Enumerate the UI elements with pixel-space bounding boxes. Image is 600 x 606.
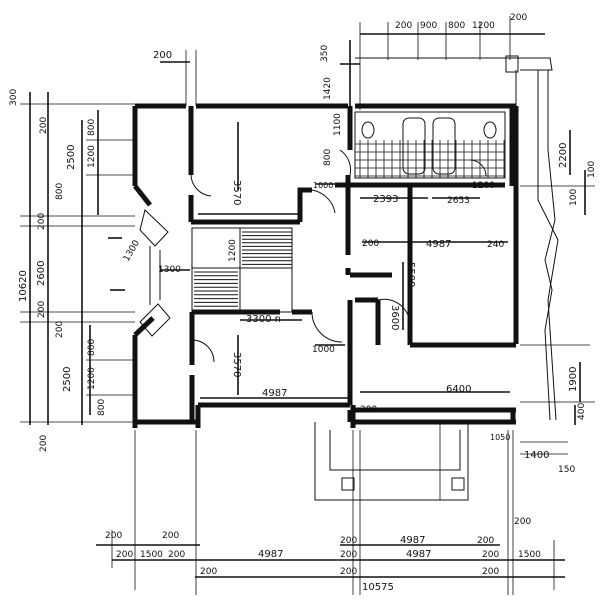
dim-right-1: 2200 [558,143,569,168]
dim-misc-1: 1050 [490,433,510,442]
dim-right-mid-1: 240 [487,240,504,250]
bathroom [354,111,506,179]
dim-stair-5: 1000 [312,345,335,355]
dim-bottom-r2-5: 200 [340,550,357,560]
dim-stair-3: 1200 [228,239,238,262]
dim-stair-6: 1000 [313,181,333,190]
dim-bottom-r1-1: 200 [105,531,122,541]
dim-right-mid-2: 6400 [446,384,471,395]
dim-bottom-r2-6: 4987 [406,549,431,560]
dim-bottom-r2-7: 200 [482,550,499,560]
dim-left-lower-3: 200 [39,435,49,452]
balcony [355,55,559,421]
dim-left-lower-2: 2500 [62,367,73,392]
dim-top-5: 200 [510,13,527,23]
dim-left-lower-inner-3: 800 [97,399,107,416]
dim-top-4: 1200 [472,21,495,31]
dim-bottom-r3-4: 200 [482,567,499,577]
dimension-labels: 200 900 800 1200 200 200 350 1420 10620 … [9,13,597,593]
dim-bottom-r1-4: 4987 [400,535,425,546]
dim-left-lower-inner-2: 1200 [87,367,97,390]
dim-right-4: 1900 [568,367,579,392]
dim-room-height-2: 3570 [231,352,242,377]
dim-left-mid-2: 2600 [36,261,47,286]
dim-left-upper-2: 200 [39,117,49,134]
dim-bottom-r2-3: 200 [168,550,185,560]
dim-left-lower-inner-1: 800 [87,339,97,356]
dim-bottom-r2-2: 1500 [140,550,163,560]
dim-stair-2: 1300 [122,238,142,263]
dim-top-3: 800 [448,21,465,31]
dim-bottom-r2-1: 200 [116,550,133,560]
dim-room-width-3: 2393 [373,194,398,205]
dim-top-1: 200 [395,21,412,31]
dim-wet-1: 1100 [333,113,343,136]
dim-right-3: 100 [587,161,597,178]
dim-right-mid-4: 200 [362,239,379,249]
dim-room-width-1: 4987 [262,388,287,399]
stair [139,209,293,337]
dim-left-upper-1: 300 [9,89,19,106]
dim-bottom-r3-1: 200 [200,567,217,577]
dim-left-mid-1: 200 [37,213,47,230]
dim-top-left: 200 [153,50,172,61]
dim-room-height-3: 5500 [405,262,416,287]
entrance [314,422,469,501]
dim-bottom-r2-8: 1500 [518,550,541,560]
dim-right-mid-3: 200 [360,405,377,415]
dim-bottom-r3-3: 10575 [362,582,394,593]
dim-top-mid-2: 1420 [323,77,333,100]
dim-bottom-r1-3: 200 [340,536,357,546]
dim-right-6: 1400 [524,450,549,461]
dim-top-2: 900 [420,21,437,31]
dim-stair-1: 1300 [158,265,181,275]
dim-left-upper-3: 2500 [66,145,77,170]
dim-top-mid-1: 350 [320,45,330,62]
doors [190,149,487,363]
dim-room-width-2: 4987 [426,239,451,250]
interior-walls [188,106,516,422]
dim-left-lower-1: 200 [55,321,65,338]
dim-room-height-4: 3600 [389,305,400,330]
dim-stair-4: 3300 n [246,314,281,325]
dim-bottom-r2-4: 4987 [258,549,283,560]
dim-misc-2: 200 [514,517,531,527]
dim-wet-2: 800 [323,149,333,166]
dim-right-5: 400 [577,403,587,420]
dim-bottom-r3-2: 200 [340,567,357,577]
dim-right-7: 150 [558,465,575,475]
dim-left-mid-3: 200 [37,301,47,318]
dim-right-2: 100 [569,189,579,206]
dim-room-width-4: 2653 [447,196,470,206]
dim-left-upper-inner-1: 1200 [87,145,97,168]
dim-room-height-1: 3570 [231,180,242,205]
dim-left-upper-4: 800 [55,183,65,200]
dim-left-outer: 10620 [18,270,29,302]
dim-left-upper-inner-2: 800 [87,119,97,136]
dim-bottom-r1-5: 200 [477,536,494,546]
dim-wet-3: 1200 [472,181,495,191]
dim-bottom-r1-2: 200 [162,531,179,541]
dimension-lines [20,16,595,595]
